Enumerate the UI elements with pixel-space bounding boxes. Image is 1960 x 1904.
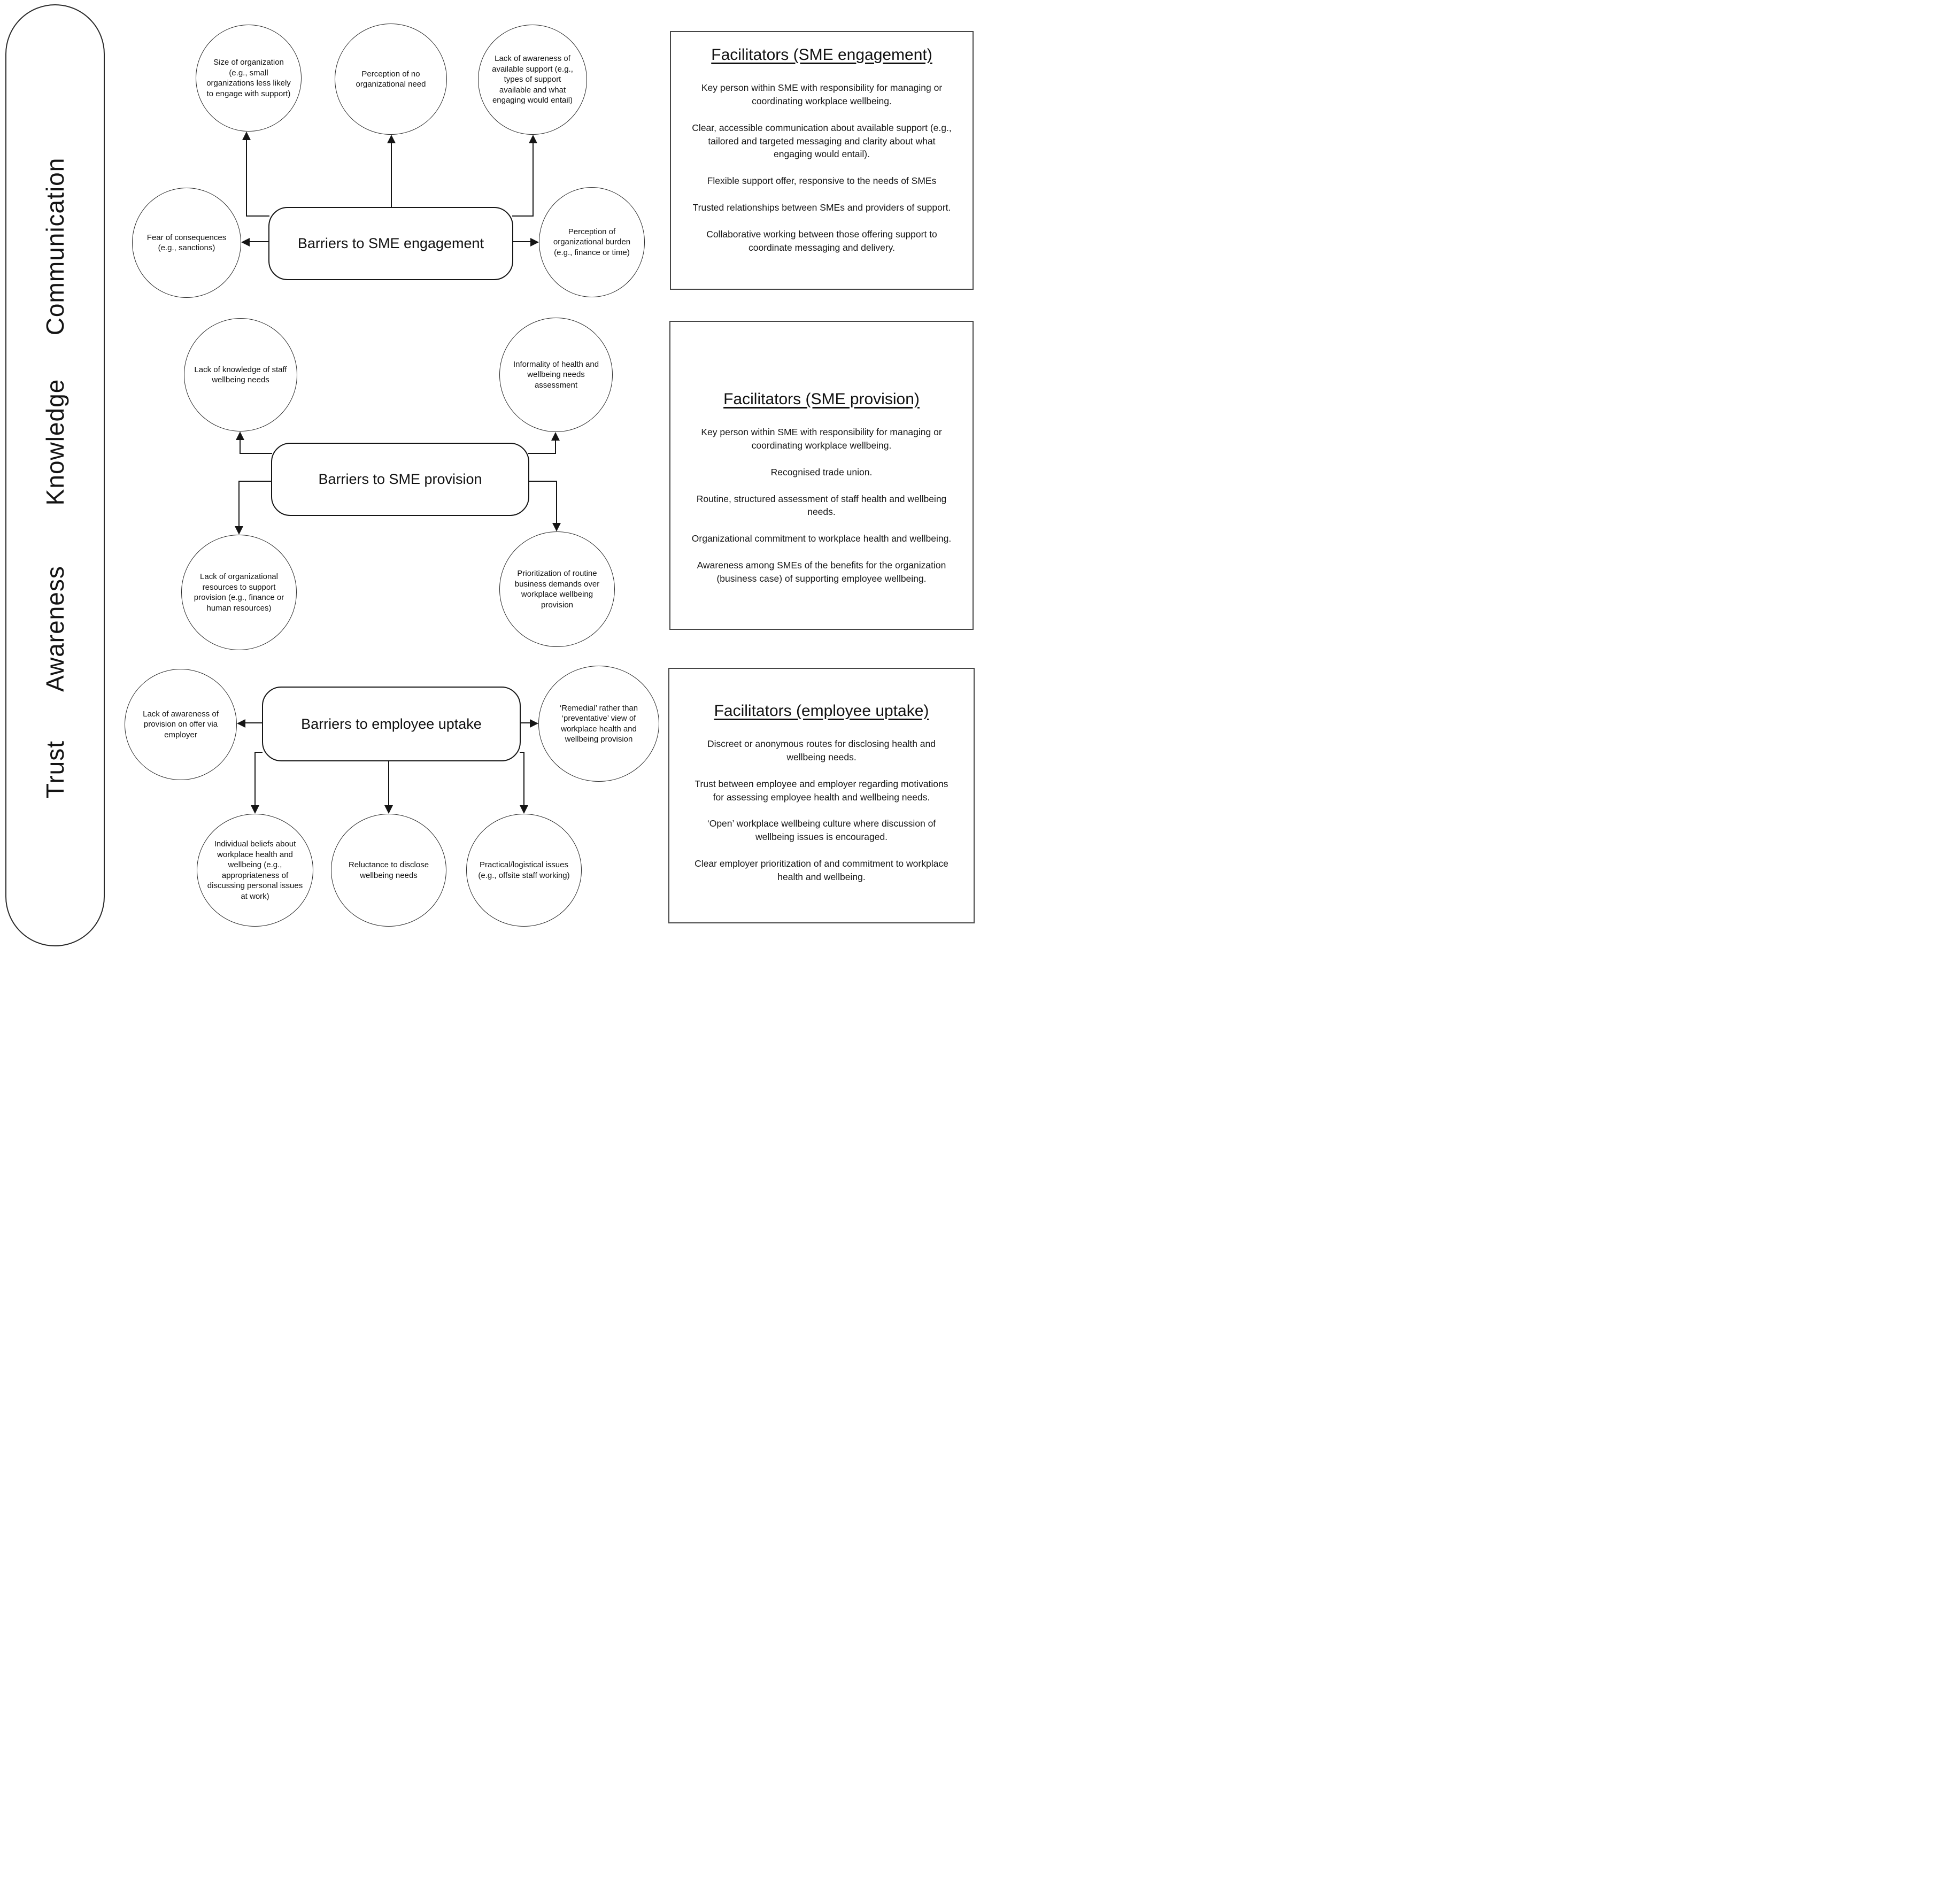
box-barriers-employee-uptake: Barriers to employee uptake xyxy=(262,687,521,761)
legend-word-communication: Communication xyxy=(41,157,69,336)
circle-perception-no-need: Perception of no organizational need xyxy=(335,24,447,135)
connector-engagement-up-right-h xyxy=(512,215,534,217)
connector-provision-down-left-v xyxy=(238,481,240,527)
connector-engagement-up-left-h xyxy=(246,215,269,217)
connector-provision-down-left-h xyxy=(238,481,272,482)
facilitators-employee-uptake-box: Facilitators (employee uptake) Discreet … xyxy=(668,668,975,923)
facilitator-item: Discreet or anonymous routes for disclos… xyxy=(707,738,936,762)
arrowhead-left-provision-awareness-circle xyxy=(237,719,245,728)
connector-uptake-left-h xyxy=(244,722,262,723)
legend-capsule xyxy=(5,4,105,946)
connector-engagement-left-h xyxy=(249,241,269,242)
connector-engagement-up-left-v xyxy=(246,139,247,216)
connector-provision-up-left-h xyxy=(240,453,272,454)
circle-practical-logistical: Practical/logistical issues (e.g., offsi… xyxy=(466,814,582,927)
facilitator-item: Routine, structured assessment of staff … xyxy=(696,493,947,518)
connector-uptake-down-right-v xyxy=(523,752,524,806)
circle-lack-awareness-provision: Lack of awareness of provision on offer … xyxy=(125,669,237,780)
circle-prioritization-demands: Prioritization of routine business deman… xyxy=(499,531,615,647)
facilitator-item: Flexible support offer, responsive to th… xyxy=(707,175,937,187)
arrowhead-right-burden-circle xyxy=(530,238,539,246)
facilitator-item: Key person within SME with responsibilit… xyxy=(701,427,942,451)
arrowhead-down-reluctance-circle xyxy=(384,805,393,814)
arrowhead-up-awareness-circle xyxy=(529,135,537,143)
facilitators-sme-provision-title: Facilitators (SME provision) xyxy=(723,390,920,408)
figure-barriers-facilitators-diagram: Communication Knowledge Awareness Trust … xyxy=(0,0,980,952)
connector-uptake-down-mid-v xyxy=(388,761,389,806)
box-barriers-sme-engagement: Barriers to SME engagement xyxy=(268,207,513,280)
facilitators-sme-engagement-title: Facilitators (SME engagement) xyxy=(711,46,932,64)
arrowhead-left-fear-circle xyxy=(241,238,250,246)
arrowhead-up-knowledge-circle xyxy=(236,431,244,440)
facilitators-sme-engagement-box: Facilitators (SME engagement) Key person… xyxy=(670,31,974,290)
facilitator-item: Awareness among SMEs of the benefits for… xyxy=(697,560,946,584)
connector-provision-down-right-v xyxy=(556,481,557,524)
arrowhead-down-resources-circle xyxy=(235,526,243,535)
legend-word-knowledge: Knowledge xyxy=(41,379,69,506)
circle-size-of-organization: Size of organization (e.g., small organi… xyxy=(196,25,302,132)
circle-informality-assessment: Informality of health and wellbeing need… xyxy=(499,318,613,432)
connector-uptake-right-h xyxy=(520,722,530,723)
legend-word-awareness: Awareness xyxy=(41,566,69,692)
circle-lack-awareness-support: Lack of awareness of available support (… xyxy=(478,25,587,135)
connector-provision-up-right-v xyxy=(555,440,556,454)
circle-individual-beliefs: Individual beliefs about workplace healt… xyxy=(197,814,313,927)
circle-reluctance-disclose: Reluctance to disclose wellbeing needs xyxy=(331,814,446,927)
facilitator-item: Clear employer prioritization of and com… xyxy=(695,858,948,882)
arrowhead-up-size-circle xyxy=(242,132,251,140)
arrowhead-down-prioritization-circle xyxy=(552,523,561,531)
connector-provision-up-right-h xyxy=(528,453,556,454)
connector-provision-down-right-h xyxy=(528,481,557,482)
facilitator-item: Trust between employee and employer rega… xyxy=(695,778,948,803)
facilitator-item: Organizational commitment to workplace h… xyxy=(691,533,952,544)
connector-uptake-down-left-h xyxy=(254,752,263,753)
connector-uptake-down-left-v xyxy=(254,752,256,806)
legend-word-trust: Trust xyxy=(41,740,69,799)
arrowhead-right-remedial-circle xyxy=(530,719,538,728)
connector-engagement-up-mid-v xyxy=(391,142,392,207)
facilitator-item: Recognised trade union. xyxy=(770,466,873,477)
facilitator-item: Clear, accessible communication about av… xyxy=(692,122,952,160)
arrowhead-up-informality-circle xyxy=(551,432,560,441)
connector-provision-up-left-v xyxy=(240,439,241,454)
facilitator-item: Collaborative working between those offe… xyxy=(706,228,937,253)
connector-engagement-right-h xyxy=(512,241,531,242)
circle-organizational-burden: Perception of organizational burden (e.g… xyxy=(539,187,645,297)
circle-lack-resources: Lack of organizational resources to supp… xyxy=(181,535,297,650)
box-barriers-sme-provision: Barriers to SME provision xyxy=(271,443,529,516)
arrowhead-up-need-circle xyxy=(387,135,396,143)
circle-fear-of-consequences: Fear of consequences (e.g., sanctions) xyxy=(132,188,241,298)
connector-engagement-up-right-v xyxy=(533,142,534,217)
facilitators-employee-uptake-title: Facilitators (employee uptake) xyxy=(714,702,929,720)
facilitator-item: ‘Open’ workplace wellbeing culture where… xyxy=(707,818,936,843)
circle-remedial-view: ‘Remedial’ rather than ‘preventative’ vi… xyxy=(538,666,659,782)
facilitator-item: Key person within SME with responsibilit… xyxy=(701,82,943,106)
facilitator-item: Trusted relationships between SMEs and p… xyxy=(692,202,951,213)
arrowhead-down-beliefs-circle xyxy=(251,805,259,814)
circle-lack-knowledge-needs: Lack of knowledge of staff wellbeing nee… xyxy=(184,318,297,431)
connector-uptake-down-right-h xyxy=(520,752,524,753)
facilitators-sme-provision-box: Facilitators (SME provision) Key person … xyxy=(669,321,974,630)
arrowhead-down-practical-circle xyxy=(520,805,528,814)
